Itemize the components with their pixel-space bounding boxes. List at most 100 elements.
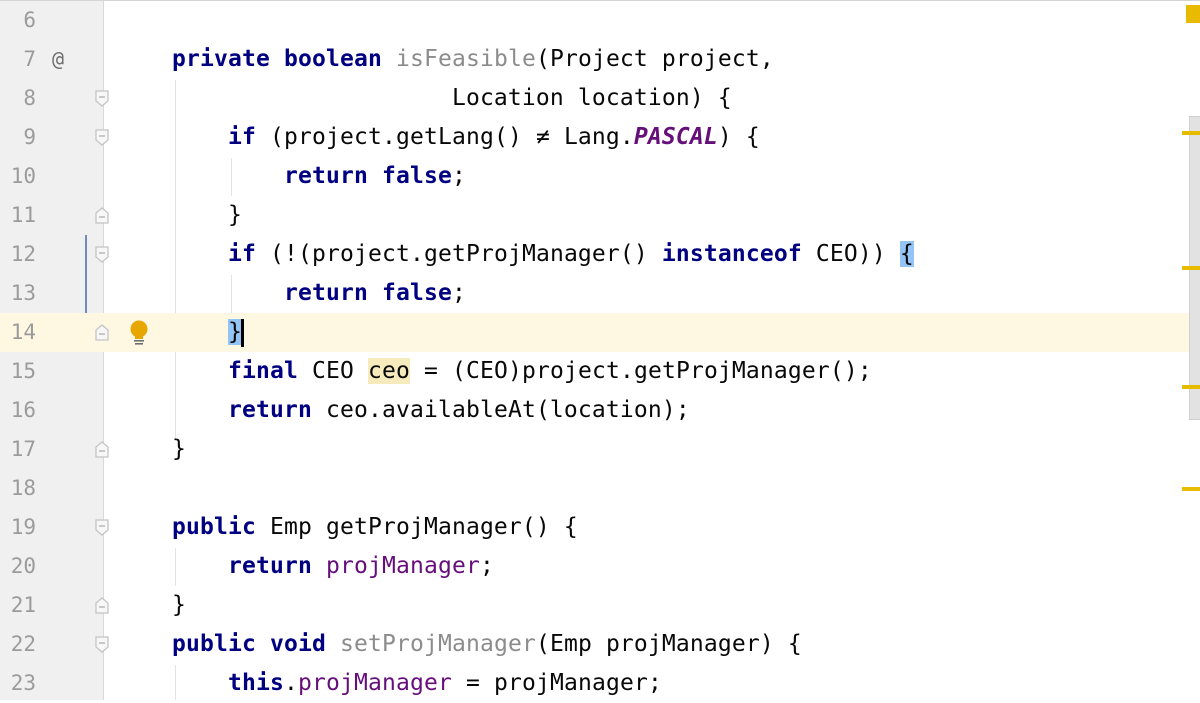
fold-end-icon[interactable] (94, 596, 110, 614)
code-line-19[interactable]: 19 public Emp getProjManager() { (0, 508, 1200, 547)
code-text: Location location) { (172, 85, 732, 111)
lightbulb-icon[interactable] (128, 320, 150, 346)
keyword: false (381, 280, 452, 306)
code-token: = (CEO)project.getProjManager(); (410, 358, 872, 384)
code-token: (!(project.getProjManager() (256, 241, 662, 267)
keyword: return (283, 280, 368, 306)
keyword: instanceof (661, 241, 802, 267)
indent-guide (175, 80, 176, 440)
fold-start-icon[interactable] (94, 519, 110, 537)
keyword: private (172, 46, 270, 72)
code-line-14-caret[interactable]: 14 } (0, 313, 1200, 352)
line-number: 23 (10, 671, 36, 695)
fold-start-icon[interactable] (94, 90, 110, 108)
code-line-11[interactable]: 11 } (0, 196, 1200, 235)
code-text: public void setProjManager(Emp projManag… (172, 625, 802, 664)
keyword: public (172, 631, 256, 657)
warning-stripe-marker[interactable] (1182, 487, 1200, 491)
code-token: ceo.availableAt(location); (311, 397, 690, 423)
warning-stripe-marker[interactable] (1182, 385, 1200, 389)
code-token: Emp getProjManager() { (255, 514, 578, 540)
code-line-23[interactable]: 23 this.projManager = projManager; (0, 664, 1200, 703)
keyword: false (381, 163, 452, 189)
code-token (382, 46, 396, 72)
code-token: ; (451, 163, 466, 189)
line-number: 9 (23, 125, 36, 149)
code-token: CEO (298, 358, 368, 384)
code-token: CEO)) (801, 241, 900, 267)
indent-guide (175, 548, 176, 586)
line-number: 11 (10, 203, 36, 227)
code-token: (Project project, (535, 46, 774, 72)
code-line-12[interactable]: 12 if (!(project.getProjManager() instan… (0, 235, 1200, 274)
code-token: (Emp projManager) { (535, 631, 802, 657)
code-line-7[interactable]: 7 @ private boolean isFeasible(Project p… (0, 40, 1200, 79)
code-line-20[interactable]: 20 return projManager; (0, 547, 1200, 586)
warning-stripe-marker[interactable] (1182, 266, 1200, 270)
code-token: . (284, 670, 298, 696)
indent-guide (231, 275, 232, 313)
line-number: 17 (10, 437, 36, 461)
line-number: 22 (10, 632, 36, 656)
code-token (172, 319, 228, 345)
method-name-unused: isFeasible (395, 46, 536, 72)
code-token: (project.getLang() ≠ Lang. (256, 124, 634, 150)
code-line-22[interactable]: 22 public void setProjManager(Emp projMa… (0, 625, 1200, 664)
code-text: private boolean isFeasible(Project proje… (172, 40, 774, 79)
text-caret (241, 318, 244, 347)
code-line-15[interactable]: 15 final CEO ceo = (CEO)project.getProjM… (0, 352, 1200, 391)
code-text: } (172, 592, 186, 618)
code-text: return false; (172, 274, 466, 313)
code-line-10[interactable]: 10 return false; (0, 157, 1200, 196)
code-token (326, 631, 340, 657)
code-token (368, 280, 382, 306)
inspection-status-icon[interactable] (1186, 5, 1200, 23)
method-name-unused: setProjManager (339, 631, 536, 657)
field-reference: projManager (298, 670, 452, 696)
code-line-8[interactable]: 8 Location location) { (0, 79, 1200, 118)
fold-end-icon[interactable] (94, 206, 110, 224)
code-token (270, 46, 284, 72)
editor-top-border (0, 0, 1200, 1)
fold-end-icon[interactable] (94, 440, 110, 458)
line-number: 18 (10, 476, 36, 500)
code-token (172, 241, 228, 267)
code-token (312, 553, 326, 579)
code-text: this.projManager = projManager; (172, 664, 662, 703)
keyword: if (228, 124, 256, 150)
code-token: ; (451, 280, 466, 306)
code-token (172, 358, 228, 384)
code-line-6[interactable]: 6 (0, 1, 1200, 40)
fold-start-icon[interactable] (94, 636, 110, 654)
code-text: return ceo.availableAt(location); (172, 391, 690, 430)
fold-end-icon[interactable] (94, 323, 110, 341)
warning-stripe-marker[interactable] (1182, 131, 1200, 135)
code-line-13[interactable]: 13 return false; (0, 274, 1200, 313)
line-number: 10 (10, 164, 36, 188)
code-token (172, 280, 284, 306)
code-line-18[interactable]: 18 (0, 469, 1200, 508)
vcs-change-marker[interactable] (85, 235, 87, 352)
line-number: 8 (23, 86, 36, 110)
code-line-21[interactable]: 21 } (0, 586, 1200, 625)
code-line-9[interactable]: 9 if (project.getLang() ≠ Lang.PASCAL) { (0, 118, 1200, 157)
code-token: ; (479, 553, 494, 579)
line-number: 14 (10, 320, 36, 344)
highlighted-identifier: ceo (368, 358, 410, 384)
code-text: public Emp getProjManager() { (172, 508, 578, 547)
code-line-16[interactable]: 16 return ceo.availableAt(location); (0, 391, 1200, 430)
fold-start-icon[interactable] (94, 129, 110, 147)
code-token: ) { (717, 124, 760, 150)
keyword: return (228, 397, 312, 423)
indent-guide (175, 665, 176, 700)
code-token (172, 124, 228, 150)
line-number: 15 (10, 359, 36, 383)
code-token (172, 670, 228, 696)
keyword: boolean (283, 46, 382, 72)
code-text: if (!(project.getProjManager() instanceo… (172, 235, 914, 274)
code-line-17[interactable]: 17 } (0, 430, 1200, 469)
override-icon[interactable]: @ (52, 47, 65, 71)
fold-start-icon[interactable] (94, 246, 110, 264)
keyword: if (228, 241, 256, 267)
keyword: public (172, 514, 256, 540)
